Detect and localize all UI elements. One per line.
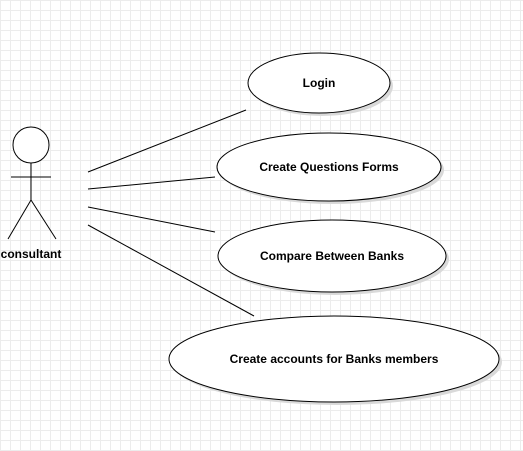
use-case-create-questions-forms-label: Create Questions Forms bbox=[259, 160, 399, 174]
use-case-create-questions-forms[interactable]: Create Questions Forms bbox=[216, 132, 444, 204]
use-case-create-questions-forms-ellipse bbox=[216, 132, 442, 202]
association-create-questions-forms[interactable] bbox=[87, 176, 216, 190]
association-login[interactable] bbox=[87, 109, 247, 173]
actor-name: consultant bbox=[1, 247, 62, 261]
use-case-login-ellipse bbox=[247, 52, 391, 114]
use-case-create-accounts[interactable]: Create accounts for Banks members bbox=[168, 315, 502, 405]
use-case-create-accounts-ellipse bbox=[168, 315, 500, 403]
use-case-login[interactable]: Login bbox=[247, 52, 393, 116]
use-case-compare-between-banks-ellipse bbox=[217, 219, 447, 293]
use-case-compare-between-banks-label: Compare Between Banks bbox=[260, 249, 404, 263]
use-case-create-accounts-label: Create accounts for Banks members bbox=[230, 352, 439, 366]
use-case-login-label: Login bbox=[303, 76, 336, 90]
actor-right-leg bbox=[30, 199, 57, 240]
association-create-accounts[interactable] bbox=[87, 224, 255, 317]
actor-consultant[interactable]: consultant bbox=[1, 126, 62, 261]
association-compare-between-banks[interactable] bbox=[87, 206, 216, 233]
actor-head bbox=[12, 126, 50, 164]
use-case-compare-between-banks[interactable]: Compare Between Banks bbox=[217, 219, 449, 295]
actor-left-leg bbox=[7, 199, 32, 240]
